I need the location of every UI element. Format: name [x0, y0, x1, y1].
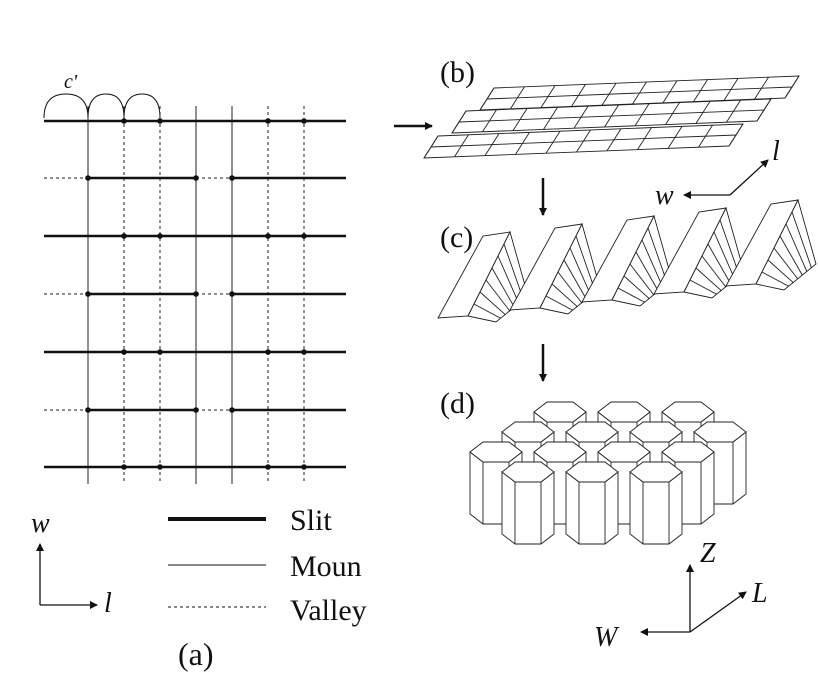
fold-crease — [635, 251, 659, 292]
cell-wall — [629, 471, 683, 545]
fold-crease — [575, 235, 596, 292]
slit-end-dot — [265, 118, 271, 124]
fold-crease — [719, 219, 740, 276]
panel-label-a: (a) — [178, 636, 214, 672]
fold-crease — [497, 255, 520, 304]
legend-valley-label: Valley — [290, 594, 367, 627]
slit-end-dot — [193, 407, 199, 413]
fold-crease — [479, 291, 506, 315]
honeycomb-structure — [469, 401, 747, 545]
fold-crease — [503, 243, 524, 300]
strip-ridge — [430, 134, 737, 148]
corrugated-strip — [451, 98, 772, 134]
fold-crease — [689, 279, 717, 295]
fold-crease — [551, 283, 578, 307]
slit-end-dot — [229, 175, 235, 181]
fold-face — [755, 198, 817, 291]
slit-end-dot — [121, 464, 127, 470]
zigzag-folded-sheet — [437, 198, 817, 323]
slit-end-dot — [265, 233, 271, 239]
legend-mountain-label: Moun — [290, 550, 362, 583]
fold-crease — [647, 227, 668, 284]
slit-end-dot — [121, 349, 127, 355]
spacing-label: c' — [64, 71, 78, 93]
slit-end-dot — [157, 349, 163, 355]
fold-crease — [545, 295, 573, 311]
fold-crease — [629, 263, 655, 296]
fold-crease — [707, 243, 731, 284]
slit-end-dot — [157, 233, 163, 239]
zigzag-fold — [653, 206, 745, 299]
corrugated-sheets — [423, 75, 800, 159]
spacing-arcs — [43, 93, 161, 119]
fold-crease — [773, 247, 799, 280]
panel-label-d: (d) — [440, 387, 475, 420]
honeycomb-cell — [565, 461, 619, 545]
fold-crease — [641, 239, 664, 288]
honeycomb-cell — [501, 461, 555, 545]
fold-crease — [491, 267, 515, 308]
w-axis-label-b: w — [655, 180, 674, 211]
fold-crease — [779, 235, 803, 276]
slit-end-dot — [121, 118, 127, 124]
axes-3d: Z L W — [594, 538, 768, 653]
cell-wall — [565, 471, 619, 545]
slit-end-dot — [85, 175, 91, 181]
cell-wall — [501, 471, 555, 545]
slit-end-dot — [265, 349, 271, 355]
z-axis-label: Z — [700, 538, 716, 569]
l3d-axis-label: L — [751, 578, 768, 609]
fold-crease — [557, 271, 583, 304]
legend: Slit Moun Valley — [168, 504, 367, 627]
slit-end-dot — [85, 291, 91, 297]
fold-crease — [569, 247, 592, 296]
fold-crease — [761, 271, 789, 287]
l-axis-label: l — [104, 588, 112, 619]
slit-end-dot — [85, 407, 91, 413]
fold-crease — [485, 279, 511, 312]
slit-end-dot — [301, 233, 307, 239]
strip-ridge — [486, 86, 793, 100]
slit-end-dot — [265, 464, 271, 470]
l-axis-label-b: l — [772, 136, 780, 167]
l3d-axis-arrow — [689, 591, 747, 633]
w3d-axis-label: W — [594, 622, 620, 653]
slit-end-dot — [193, 291, 199, 297]
zigzag-fold — [725, 198, 817, 291]
panel-label-c: (c) — [440, 221, 473, 254]
axes-2d: w l — [31, 508, 112, 619]
zigzag-fold — [581, 214, 673, 307]
fold-crease — [701, 255, 727, 288]
slit-end-dot — [229, 291, 235, 297]
slit-end-dot — [301, 118, 307, 124]
panel-label-b: (b) — [440, 56, 475, 89]
fold-crease — [695, 267, 722, 291]
strip-ridge — [458, 109, 765, 123]
fold-crease — [767, 259, 794, 283]
honeycomb-cell — [629, 461, 683, 545]
l-axis-arrow-b — [729, 159, 769, 196]
fold-crease — [791, 211, 812, 268]
slit-end-dot — [301, 464, 307, 470]
slit-end-dot — [193, 175, 199, 181]
slit-end-dot — [157, 118, 163, 124]
legend-slit-label: Slit — [290, 504, 332, 537]
fold-crease — [713, 231, 736, 280]
corrugated-strip — [479, 75, 800, 111]
fold-crease — [623, 275, 650, 299]
axes-b: w l — [655, 136, 780, 211]
fold-crease — [563, 259, 587, 300]
slit-end-dot — [157, 464, 163, 470]
slit-end-dot — [301, 349, 307, 355]
fold-crease — [473, 303, 501, 319]
fold-crease — [785, 223, 808, 272]
slit-end-dot — [229, 407, 235, 413]
fold-crease — [617, 287, 645, 303]
corrugated-strip — [423, 123, 744, 159]
crease-pattern — [44, 106, 346, 484]
zigzag-fold — [509, 222, 601, 315]
w-axis-label: w — [31, 508, 50, 539]
slit-end-dot — [121, 233, 127, 239]
